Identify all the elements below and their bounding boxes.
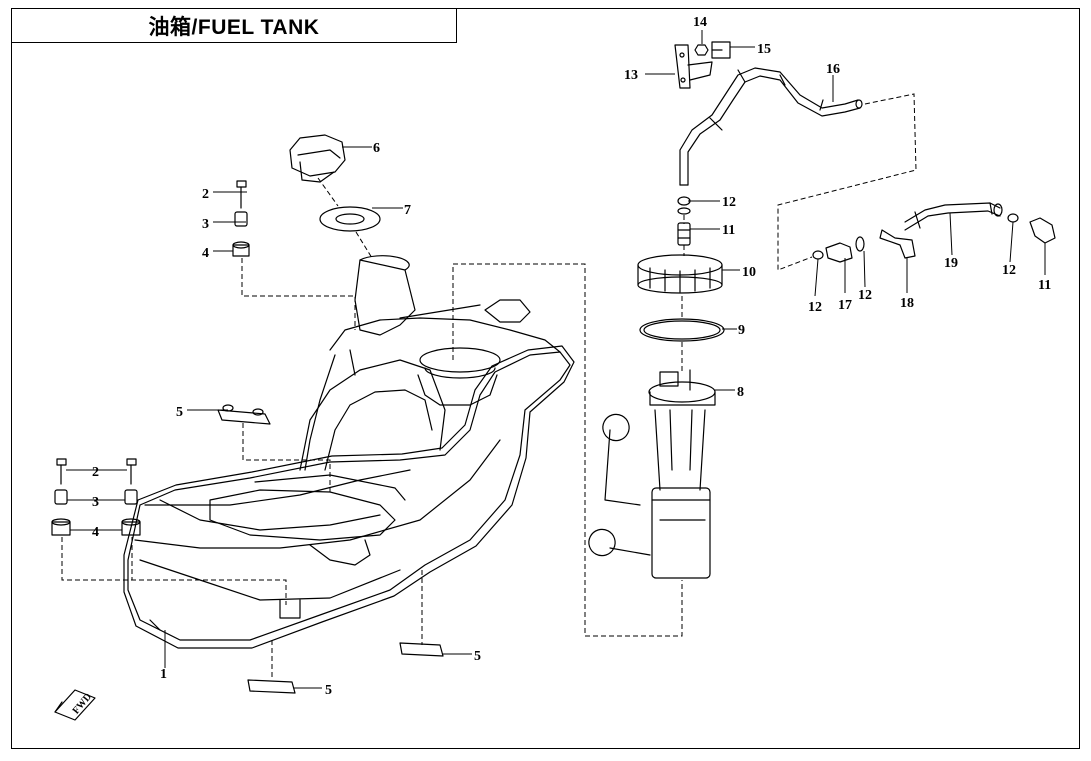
fuel-cap	[289, 134, 346, 183]
fuel-cap-gasket	[319, 206, 381, 232]
callout-2: 2	[92, 465, 99, 480]
callout-13: 13	[624, 68, 638, 83]
callout-4: 4	[92, 525, 99, 540]
callout-15: 15	[757, 42, 771, 57]
callout-2: 2	[202, 187, 209, 202]
callout-11: 11	[1038, 278, 1051, 293]
callout-5: 5	[176, 405, 183, 420]
callout-11: 11	[722, 223, 735, 238]
callout-12: 12	[808, 300, 822, 315]
fuel-hose	[679, 67, 863, 186]
diagram-title: 油箱/FUEL TANK	[11, 8, 457, 43]
assembly-dashed-lines	[61, 93, 917, 680]
callout-5: 5	[325, 683, 332, 698]
callout-18: 18	[900, 296, 914, 311]
mounting-hardware	[51, 180, 250, 536]
bracket-nut	[694, 44, 709, 56]
fuel-tank-body	[123, 255, 575, 649]
vent-hose	[904, 202, 1003, 231]
leader-lines	[66, 30, 1046, 689]
callout-8: 8	[737, 385, 744, 400]
callout-16: 16	[826, 62, 840, 77]
callout-1: 1	[160, 667, 167, 682]
drawing-frame	[11, 8, 1080, 749]
fuel-connector	[677, 222, 691, 246]
callout-3: 3	[92, 495, 99, 510]
callout-4: 4	[202, 246, 209, 261]
vent-connector	[1007, 213, 1056, 244]
callout-17: 17	[838, 298, 852, 313]
callout-5: 5	[474, 649, 481, 664]
mounting-bracket	[674, 44, 713, 89]
forward-direction-arrow	[54, 689, 96, 721]
callout-9: 9	[738, 323, 745, 338]
fuel-pump-module	[588, 369, 716, 579]
callout-14: 14	[693, 15, 707, 30]
callout-12: 12	[858, 288, 872, 303]
tank-strap-parts	[217, 404, 444, 694]
callout-19: 19	[944, 256, 958, 271]
pressure-valve	[812, 236, 865, 263]
callout-3: 3	[202, 217, 209, 232]
callout-10: 10	[742, 265, 756, 280]
callout-12: 12	[722, 195, 736, 210]
callout-7: 7	[404, 203, 411, 218]
callout-numbers: 1 2 2 3 3 4 4 5 5 5 5 6 7 8 9 10 11 11 1…	[92, 15, 1051, 698]
callout-12: 12	[1002, 263, 1016, 278]
hose-clamp	[677, 196, 691, 215]
pump-lock-ring	[637, 254, 723, 294]
pump-gasket	[639, 318, 725, 342]
hose-clip	[711, 41, 731, 59]
callout-6: 6	[373, 141, 380, 156]
valve-bracket	[879, 229, 916, 259]
